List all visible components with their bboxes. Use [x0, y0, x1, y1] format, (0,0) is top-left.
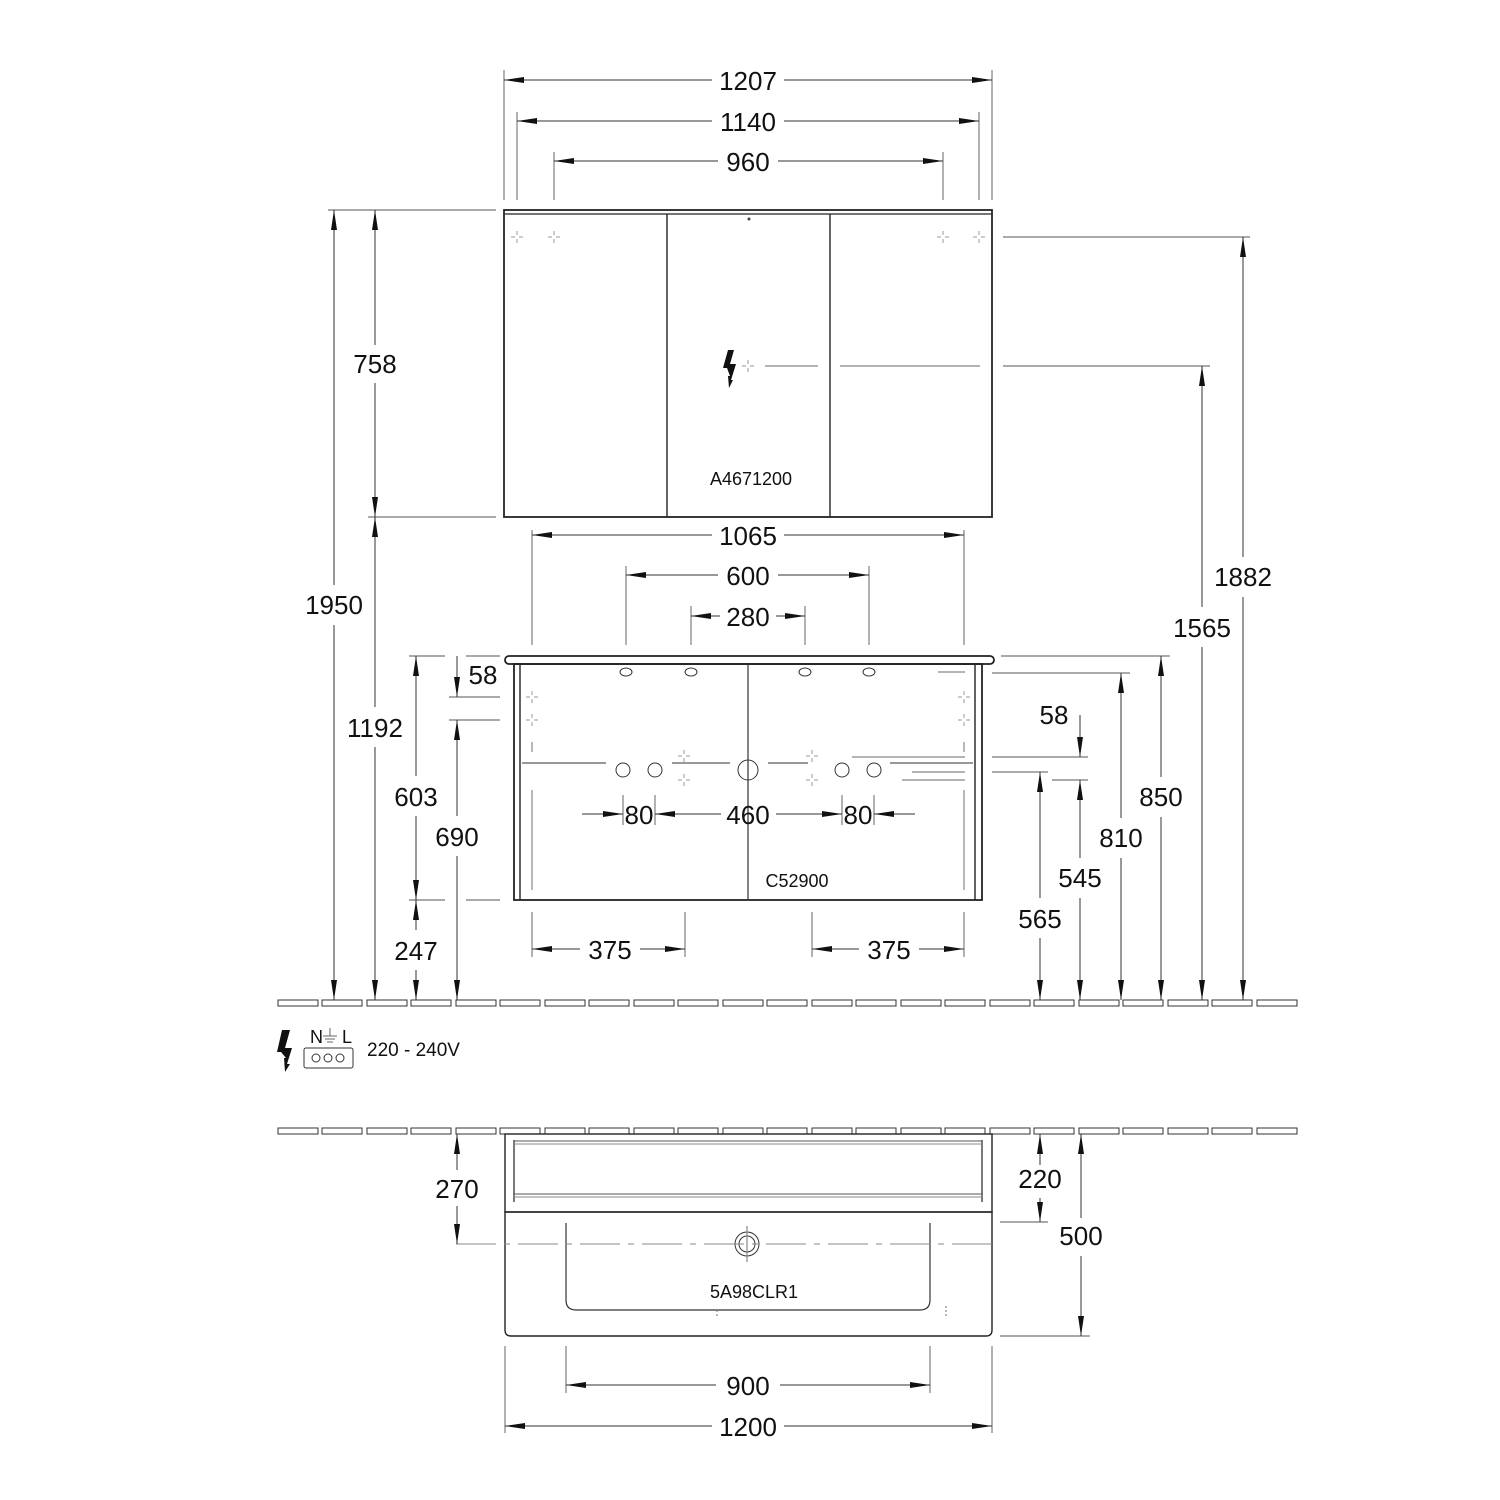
terminal-block-icon	[303, 1047, 354, 1069]
dimension-375-left	[531, 912, 686, 957]
dim-375-right-label: 375	[867, 935, 910, 965]
voltage-label: 220 - 240V	[367, 1040, 460, 1061]
terminal-l-label: L	[342, 1027, 352, 1047]
floor-line-plan	[277, 1127, 1298, 1135]
vanity-unit	[504, 655, 995, 901]
lightning-icon	[277, 1030, 292, 1072]
vanity-unit-code: C52900	[765, 871, 828, 891]
dimension-hole-spacing	[582, 795, 915, 825]
earth-icon	[323, 1028, 337, 1043]
dim-280-label: 280	[726, 602, 769, 632]
dim-603-label: 603	[394, 782, 437, 812]
dim-220-label: 220	[1018, 1164, 1061, 1194]
dim-900-label: 900	[726, 1371, 769, 1401]
dim-1065-label: 1065	[719, 521, 777, 551]
dim-58-right-label: 58	[1040, 700, 1069, 730]
dimension-900	[565, 1346, 931, 1393]
dim-600-label: 600	[726, 561, 769, 591]
dimension-1207	[503, 70, 993, 200]
dimension-1065	[531, 530, 965, 645]
dim-810-label: 810	[1099, 823, 1142, 853]
dim-375-left-label: 375	[588, 935, 631, 965]
dim-247-label: 247	[394, 936, 437, 966]
dim-58-left-label: 58	[469, 660, 498, 690]
dimension-960	[553, 152, 944, 200]
dim-80-left-label: 80	[625, 800, 654, 830]
dim-758-label: 758	[353, 349, 396, 379]
dim-1950-label: 1950	[305, 590, 363, 620]
washbasin-plan	[456, 1133, 1000, 1337]
mirror-cabinet-code: A4671200	[710, 469, 792, 489]
dim-960-label: 960	[726, 147, 769, 177]
dim-850-label: 850	[1139, 782, 1182, 812]
dim-690-label: 690	[435, 822, 478, 852]
dim-500-label: 500	[1059, 1221, 1102, 1251]
dim-1140-label: 1140	[720, 107, 776, 137]
dim-565-label: 565	[1018, 904, 1061, 934]
mirror-cabinet	[503, 209, 993, 518]
dim-1200-label: 1200	[719, 1412, 777, 1442]
dimension-280	[690, 606, 806, 645]
lightning-icon	[723, 350, 736, 388]
dim-1882-label: 1882	[1214, 562, 1272, 592]
dimension-600	[625, 566, 870, 645]
terminal-n-label: N	[310, 1027, 323, 1047]
dimension-1140	[516, 112, 980, 200]
washbasin-code: 5A98CLR1	[710, 1282, 798, 1302]
floor-line-elevation	[277, 999, 1298, 1007]
dim-1207-label: 1207	[719, 66, 777, 96]
dim-270-label: 270	[435, 1174, 478, 1204]
dim-80-right-label: 80	[844, 800, 873, 830]
dim-1565-label: 1565	[1173, 613, 1231, 643]
dimension-1200	[504, 1346, 993, 1433]
dim-1192-label: 1192	[347, 713, 403, 743]
dim-545-label: 545	[1058, 863, 1101, 893]
dim-460-label: 460	[726, 800, 769, 830]
dimension-375-right	[811, 912, 965, 957]
